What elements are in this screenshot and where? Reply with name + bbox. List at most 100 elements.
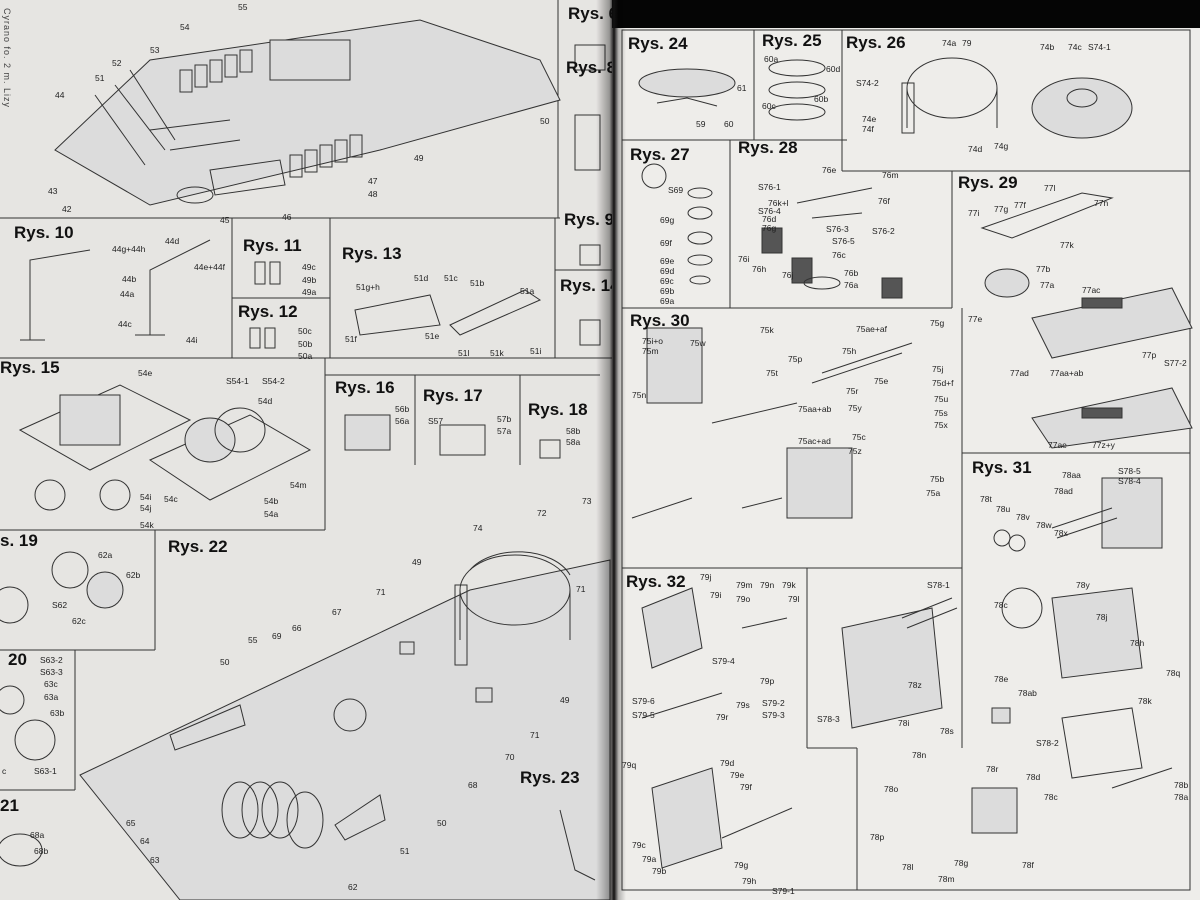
part-label: 58b <box>566 426 581 436</box>
figure-title-rys16: Rys. 16 <box>335 378 395 397</box>
part-label: 78z <box>908 680 922 690</box>
part-label: 78m <box>938 874 955 884</box>
part-label: 47 <box>368 176 378 186</box>
part-label: 51f <box>345 334 357 344</box>
part-label: 68a <box>30 830 45 840</box>
part-label: 71 <box>530 730 540 740</box>
figure-title-rys11: Rys. 11 <box>243 236 302 255</box>
part-label: 69g <box>660 215 675 225</box>
part-label: 75i+o <box>642 336 664 346</box>
right-page: Rys. 24 Rys. 25 Rys. 26 Rys. 27 Rys. 28 … <box>612 28 1200 900</box>
part-label: 44a <box>120 289 135 299</box>
part-label: S78-3 <box>817 714 840 724</box>
part-label: 77i <box>968 208 980 218</box>
part-label: 78u <box>996 504 1011 514</box>
book-gutter <box>596 0 626 900</box>
part-label: 75ac+ad <box>798 436 831 446</box>
part-label: 66 <box>292 623 302 633</box>
part-label: 78k <box>1138 696 1152 706</box>
part-label: 54a <box>264 509 279 519</box>
part-label: 62 <box>348 882 358 892</box>
part-label: 78e <box>994 674 1009 684</box>
part-label: 79h <box>742 876 757 886</box>
part-label: 67 <box>332 607 342 617</box>
part-label: 69e <box>660 256 675 266</box>
part-label: 52 <box>112 58 122 68</box>
part-label: 77ac <box>1082 285 1101 295</box>
figure-title-rys21: 21 <box>0 796 19 815</box>
part-label: 78a <box>1174 792 1189 802</box>
part-label: S57 <box>428 416 444 426</box>
part-label: 74c <box>1068 42 1082 52</box>
part-label: 75y <box>848 403 862 413</box>
part-label: 50 <box>437 818 447 828</box>
part-label: 77b <box>1036 264 1051 274</box>
part-label: 75t <box>766 368 778 378</box>
part-label: 54j <box>140 503 152 513</box>
part-label: 53 <box>150 45 160 55</box>
figure-title-rys25: Rys. 25 <box>762 31 822 50</box>
part-label: 79l <box>788 594 800 604</box>
figure-title-rys28: Rys. 28 <box>738 138 798 157</box>
part-label: 73 <box>582 496 592 506</box>
part-label: 74g <box>994 141 1009 151</box>
part-label: 79m <box>736 580 753 590</box>
part-label: 78r <box>986 764 999 774</box>
part-label: 60b <box>814 94 829 104</box>
part-label: 79k <box>782 580 796 590</box>
part-label: 76i <box>738 254 750 264</box>
part-label: 50c <box>298 326 312 336</box>
part-label: 54c <box>164 494 178 504</box>
part-label: 44d <box>165 236 180 246</box>
part-label: 43 <box>48 186 58 196</box>
part-label: 76m <box>882 170 899 180</box>
part-label: 78aa <box>1062 470 1081 480</box>
part-label: 77l <box>1044 183 1056 193</box>
part-label: 75d+f <box>932 378 954 388</box>
left-page: Cyrano fo. 2 m. Lizy <box>0 0 612 900</box>
part-label: 76b <box>844 268 859 278</box>
part-label: 79p <box>760 676 775 686</box>
part-label: 79s <box>736 700 750 710</box>
part-label: S78-5 <box>1118 466 1141 476</box>
part-label: 50b <box>298 339 313 349</box>
part-label: 78n <box>912 750 927 760</box>
part-label: S63-1 <box>34 766 57 776</box>
part-label: 71 <box>576 584 586 594</box>
part-label: 42 <box>62 204 72 214</box>
part-label: 79r <box>716 712 729 722</box>
part-label: 79e <box>730 770 745 780</box>
figure-title-rys18: Rys. 18 <box>528 400 588 419</box>
part-label: 54e <box>138 368 153 378</box>
part-label: 76h <box>752 264 767 274</box>
part-label: 72 <box>537 508 547 518</box>
part-label: 49 <box>412 557 422 567</box>
part-label: 57a <box>497 426 512 436</box>
part-label: 79a <box>642 854 657 864</box>
part-label: 75a <box>926 488 941 498</box>
figure-title-rys30: Rys. 30 <box>630 311 690 330</box>
part-label: 51g+h <box>356 282 380 292</box>
part-label: 75c <box>852 432 866 442</box>
part-label: S76-1 <box>758 182 781 192</box>
part-label: 78f <box>1022 860 1034 870</box>
part-label: 79d <box>720 758 735 768</box>
part-label: S78-1 <box>927 580 950 590</box>
part-label: 78c <box>994 600 1008 610</box>
part-label: 69b <box>660 286 675 296</box>
part-label: 63c <box>44 679 58 689</box>
part-label: 45 <box>220 215 230 225</box>
part-label: S76-2 <box>872 226 895 236</box>
part-label: 59 <box>696 119 706 129</box>
part-label: 76f <box>878 196 890 206</box>
part-label: 58a <box>566 437 581 447</box>
part-label: 60 <box>724 119 734 129</box>
part-label: 77n <box>1094 198 1109 208</box>
part-label: S79-6 <box>632 696 655 706</box>
part-label: 44b <box>122 274 137 284</box>
figure-title-rys26: Rys. 26 <box>846 33 906 52</box>
part-label: 74b <box>1040 42 1055 52</box>
part-label: c <box>2 766 7 776</box>
part-label: 75ae+af <box>856 324 887 334</box>
